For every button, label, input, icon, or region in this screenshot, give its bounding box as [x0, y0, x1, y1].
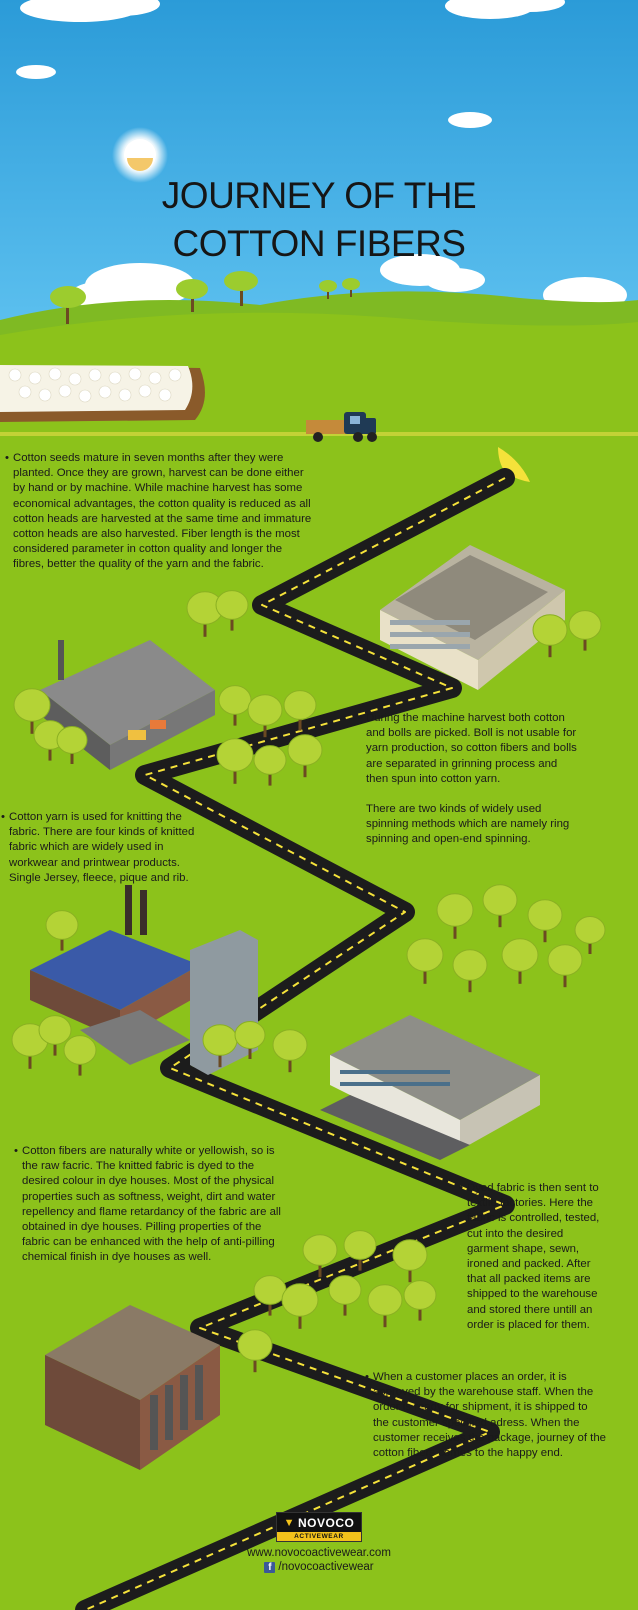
- tree-crown: [287, 734, 323, 766]
- step-warehouse-delivery: • When a customer places an order, it is…: [365, 1371, 607, 1460]
- tree-crown: [234, 1021, 266, 1049]
- tree-crown: [568, 610, 602, 640]
- truck-icon: [306, 412, 377, 442]
- tree-crown: [328, 1275, 362, 1305]
- distant-trees: [50, 271, 360, 324]
- tree-crown: [237, 1329, 273, 1361]
- tree-crown: [501, 938, 539, 972]
- tree-crown: [253, 1275, 287, 1305]
- tree-crown: [272, 1029, 308, 1061]
- tree-clusters: [11, 590, 606, 1373]
- title-line-1: JOURNEY OF THE: [161, 175, 477, 216]
- tree-crown: [482, 884, 518, 916]
- brand-subtitle: ACTIVEWEAR: [277, 1532, 361, 1541]
- facebook-handle: /novocoactivewear: [278, 1561, 374, 1573]
- tree-crown: [574, 916, 606, 944]
- tree-crown: [218, 685, 252, 715]
- sun-icon: [112, 127, 168, 183]
- tree-crown: [281, 1283, 319, 1317]
- winding-road: [75, 468, 515, 1610]
- tree-crown: [247, 694, 283, 726]
- facebook-link[interactable]: f /novocoactivewear: [0, 1561, 638, 1573]
- brand-logo[interactable]: ▼NOVOCO ACTIVEWEAR: [276, 1512, 362, 1542]
- tree-crown: [406, 938, 444, 972]
- tree-crown: [215, 590, 249, 620]
- step-dyeing: • Cotton fibers are naturally white or y…: [14, 1145, 281, 1264]
- title-line-2: COTTON FIBERS: [172, 223, 466, 264]
- tree-crown: [202, 1024, 238, 1056]
- footer: ▼NOVOCO ACTIVEWEAR www.novocoactivewear.…: [0, 1512, 638, 1573]
- spinning-mill-building: [380, 545, 565, 690]
- brand-name: NOVOCO: [298, 1515, 355, 1530]
- tree-crown: [436, 893, 474, 927]
- tree-crown: [38, 1015, 72, 1045]
- clouds: [16, 0, 627, 313]
- warehouse-building: [45, 1305, 220, 1470]
- step-cotton-harvest: • Cotton seeds mature in seven months af…: [5, 452, 312, 571]
- tree-crown: [253, 745, 287, 775]
- tree-crown: [403, 1280, 437, 1310]
- tree-crown: [547, 944, 583, 976]
- tree-crown: [392, 1239, 428, 1271]
- tree-crown: [527, 899, 563, 931]
- yarn-factory-building: [40, 640, 215, 770]
- tree-crown: [63, 1035, 97, 1065]
- tree-crown: [367, 1284, 403, 1316]
- tree-crown: [45, 910, 79, 940]
- cotton-field: [0, 365, 205, 422]
- tree-crown: [13, 688, 51, 722]
- website-link[interactable]: www.novocoactivewear.com: [247, 1547, 391, 1559]
- page-title: JOURNEY OF THE COTTON FIBERS: [0, 172, 638, 268]
- tree-crown: [302, 1234, 338, 1266]
- tree-crown: [532, 614, 568, 646]
- dye-house-building: [320, 1015, 540, 1160]
- tree-crown: [452, 949, 488, 981]
- tree-crown: [283, 690, 317, 720]
- tree-crown: [56, 726, 88, 754]
- tree-crown: [216, 738, 254, 772]
- tree-crown: [343, 1230, 377, 1260]
- facebook-icon: f: [264, 1561, 276, 1573]
- brand-mark-icon: ▼: [283, 1516, 296, 1529]
- step-spinning: • During the machine harvest both cotton…: [358, 712, 577, 846]
